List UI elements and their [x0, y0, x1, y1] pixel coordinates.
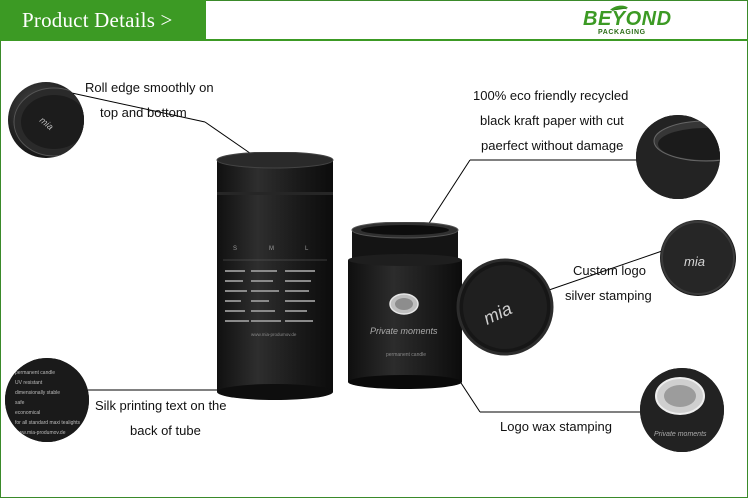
- silver-logo-text: mia: [684, 254, 705, 269]
- tube-sublabel-text: permanent candle: [386, 352, 426, 358]
- caption-silk-print: Silk printing text on the back of tube: [95, 398, 227, 438]
- size-label-l: L: [305, 246, 309, 252]
- back-website-text: www.mia-produmov.de: [15, 430, 66, 436]
- caption-wax-stamp: Logo wax stamping: [500, 419, 613, 434]
- brand-subtitle: PACKAGING: [598, 29, 646, 36]
- silver-logo-detail-photo: mia: [660, 220, 736, 296]
- back-text-line: dimensionally stable: [15, 390, 60, 396]
- wax-stamp-detail-photo: Private moments: [640, 368, 724, 452]
- back-text-line: for all standard maxi tealights: [15, 420, 81, 426]
- size-label-m: M: [269, 246, 274, 252]
- caption-roll-edge: Roll edge smoothly on top and bottom: [85, 80, 214, 120]
- brand-leaf-icon: [610, 5, 628, 12]
- kraft-paper-detail-photo: [636, 115, 720, 199]
- header-divider: [206, 39, 748, 41]
- back-text-line: economical: [15, 410, 40, 416]
- tube-lid: mia: [456, 258, 554, 356]
- short-tube-front: Private moments permanent candle: [348, 222, 462, 389]
- size-label-s: S: [233, 246, 237, 252]
- wax-tagline-text: Private moments: [654, 431, 707, 438]
- roll-edge-detail-photo: mia: [8, 82, 84, 158]
- silk-print-detail-photo: permanent candle UV resistant dimensiona…: [5, 358, 89, 442]
- tube-tagline-text: Private moments: [370, 326, 438, 336]
- caption-custom-logo: Custom logo silver stamping: [565, 263, 652, 303]
- back-text-line: UV resistant: [15, 380, 43, 386]
- back-text-line: safe: [15, 400, 25, 406]
- brand-name: BEYOND: [583, 8, 672, 30]
- caption-eco-paper: 100% eco friendly recycled black kraft p…: [473, 88, 629, 153]
- page-title: Product Details >: [22, 8, 173, 32]
- header-banner: Product Details >: [0, 0, 206, 41]
- back-text-line: permanent candle: [15, 370, 55, 376]
- tube-website-text: www.mia-produmov.de: [251, 332, 297, 337]
- tall-tube-back: S M L www.mia-produmov.de: [216, 152, 334, 400]
